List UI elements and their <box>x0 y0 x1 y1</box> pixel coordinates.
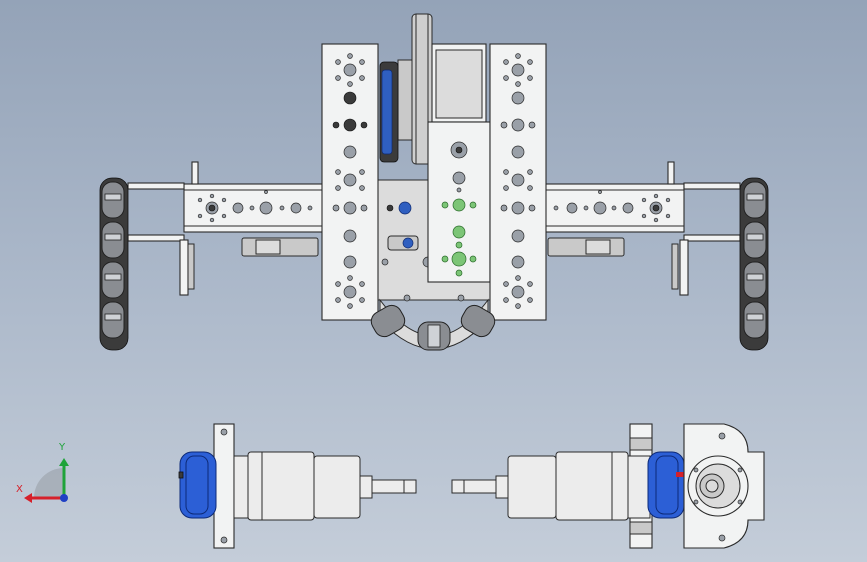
motor-end-view[interactable] <box>683 423 765 549</box>
y-axis-arrow <box>59 458 69 466</box>
x-axis-label: X <box>16 484 23 495</box>
y-axis-label: Y <box>59 442 66 453</box>
left-wheel-bracket <box>127 161 199 296</box>
beam-motor-stubs <box>241 237 625 257</box>
right-beam-holes <box>553 190 671 223</box>
x-axis-arrow <box>24 493 32 503</box>
left-motor-side-view[interactable] <box>178 423 417 549</box>
left-vertical-plate <box>321 43 379 321</box>
triad-quadrant <box>34 468 64 498</box>
left-omni-wheel <box>99 177 129 351</box>
right-omni-wheel <box>739 177 769 351</box>
z-axis-dot <box>60 494 68 502</box>
axis-triad <box>24 458 69 503</box>
green-hole-plate <box>441 141 477 277</box>
robot-top-view[interactable] <box>99 13 769 351</box>
front-omni-wheel <box>370 294 496 351</box>
right-motor-side-view[interactable] <box>451 423 688 549</box>
drive-gear <box>379 13 433 165</box>
left-beam-holes <box>197 190 313 223</box>
right-vertical-plate <box>489 43 547 321</box>
